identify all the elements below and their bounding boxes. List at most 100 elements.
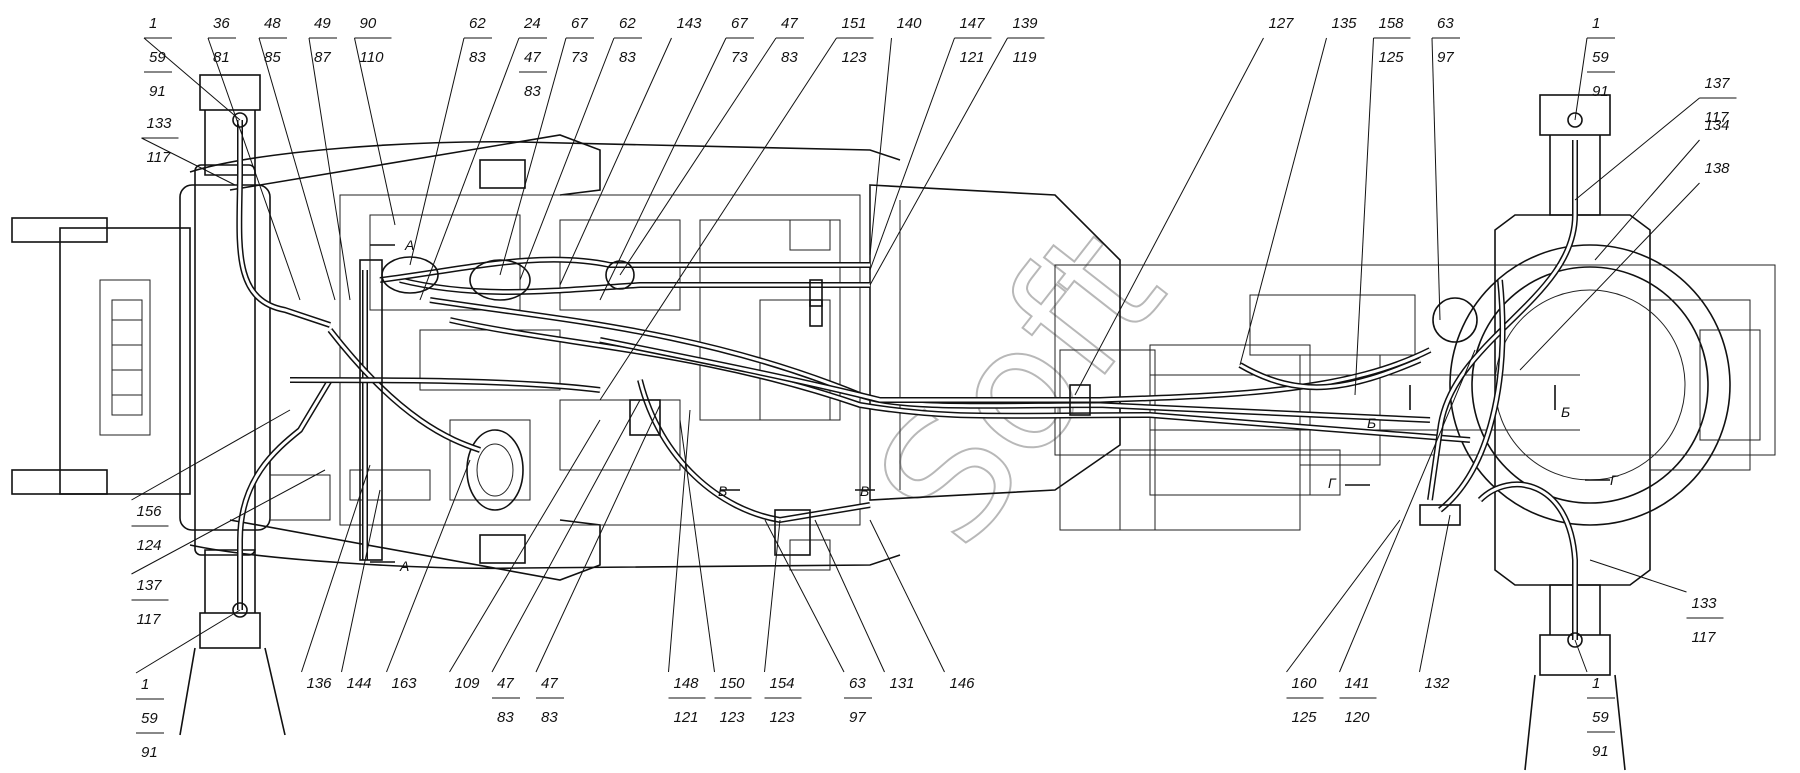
callout-c14: 140 <box>869 15 923 256</box>
section-mark-v-right: В <box>860 483 869 499</box>
callout-c12: 47 83 <box>619 15 804 276</box>
callout-c17: 127 <box>1074 15 1295 396</box>
callout-number: 49 <box>314 15 331 32</box>
callout-number: 132 <box>1425 675 1451 692</box>
callout-number: 97 <box>1437 49 1454 66</box>
callout-number: 127 <box>1269 15 1295 32</box>
callout-number: 83 <box>524 83 541 100</box>
callout-number: 117 <box>1705 109 1730 126</box>
callout-number: 47 <box>781 15 798 32</box>
section-mark-v-left: В <box>718 483 727 499</box>
callout-c31: 163 <box>386 459 471 692</box>
callout-number: 59 <box>141 710 158 727</box>
section-mark-b-right: Б <box>1561 404 1570 420</box>
callout-number: 158 <box>1379 15 1405 32</box>
callout-number: 63 <box>1437 15 1454 32</box>
callout-number: 151 <box>842 15 867 32</box>
callout-number: 125 <box>1379 49 1405 66</box>
callout-number: 135 <box>1332 15 1358 32</box>
callout-number: 1 <box>1592 675 1600 692</box>
callout-number: 83 <box>541 709 558 726</box>
callout-number: 154 <box>770 675 795 692</box>
callout-c27: 137 117 <box>131 469 326 628</box>
watermark-text: Soft <box>839 194 1202 580</box>
callout-c16: 139 119 <box>869 15 1045 286</box>
section-mark-a-top: A <box>404 237 414 253</box>
callout-number: 121 <box>674 709 699 726</box>
callout-number: 141 <box>1345 675 1370 692</box>
callout-c38: 63 97 <box>764 519 872 726</box>
callout-number: 136 <box>307 675 333 692</box>
callout-c24: 138 <box>1519 160 1731 371</box>
callout-number: 148 <box>674 675 700 692</box>
callout-c29: 136 <box>301 464 371 692</box>
callout-number: 144 <box>347 675 372 692</box>
rear-frame <box>1054 94 1776 771</box>
callout-c43: 132 <box>1419 514 1451 692</box>
callout-c18: 135 <box>1239 15 1358 366</box>
callout-number: 62 <box>469 15 486 32</box>
callout-number: 47 <box>497 675 514 692</box>
callout-number: 140 <box>897 15 923 32</box>
callout-number: 83 <box>619 49 636 66</box>
callout-number: 81 <box>213 49 230 66</box>
callout-c39: 131 <box>814 519 915 692</box>
callout-number: 117 <box>1692 629 1717 646</box>
callout-number: 85 <box>264 49 281 66</box>
callout-c45: 133 117 <box>1589 559 1724 646</box>
callout-number: 90 <box>360 15 377 32</box>
callout-number: 133 <box>147 115 173 132</box>
callout-c13: 151 123 <box>599 15 874 401</box>
callout-number: 133 <box>1692 595 1718 612</box>
callout-number: 91 <box>141 744 158 761</box>
callout-number: 59 <box>1592 709 1609 726</box>
callout-number: 117 <box>137 611 162 628</box>
callout-number: 97 <box>849 709 866 726</box>
callout-number: 48 <box>264 15 281 32</box>
callout-number: 91 <box>1592 83 1609 100</box>
callout-c07: 24 47 83 <box>419 15 547 301</box>
callout-number: 47 <box>541 675 558 692</box>
callout-number: 125 <box>1292 709 1318 726</box>
callout-c32: 109 <box>449 419 601 692</box>
callout-number: 123 <box>770 709 796 726</box>
callout-number: 63 <box>849 675 866 692</box>
callout-number: 1 <box>149 15 157 32</box>
section-mark-g-right: Г <box>1610 472 1619 488</box>
callout-number: 137 <box>137 577 163 594</box>
section-marks: A A Б Б В В Г Г <box>370 237 1619 574</box>
callout-number: 83 <box>781 49 798 66</box>
callout-number: 47 <box>524 49 541 66</box>
callout-number: 123 <box>720 709 746 726</box>
callout-number: 121 <box>960 49 985 66</box>
callout-number: 139 <box>1013 15 1039 32</box>
callout-number: 73 <box>571 49 588 66</box>
callout-number: 138 <box>1705 160 1731 177</box>
callout-number: 109 <box>455 675 481 692</box>
callout-number: 119 <box>1013 49 1038 66</box>
section-mark-g-left: Г <box>1328 475 1337 491</box>
callout-c20: 63 97 <box>1431 15 1460 321</box>
callout-number: 83 <box>497 709 514 726</box>
section-mark-b-left: Б <box>1367 415 1376 431</box>
callout-number: 146 <box>950 675 976 692</box>
front-frame <box>11 74 1121 736</box>
callout-number: 123 <box>842 49 868 66</box>
callout-number: 67 <box>571 15 588 32</box>
callout-number: 163 <box>392 675 418 692</box>
callout-number: 24 <box>523 15 541 32</box>
